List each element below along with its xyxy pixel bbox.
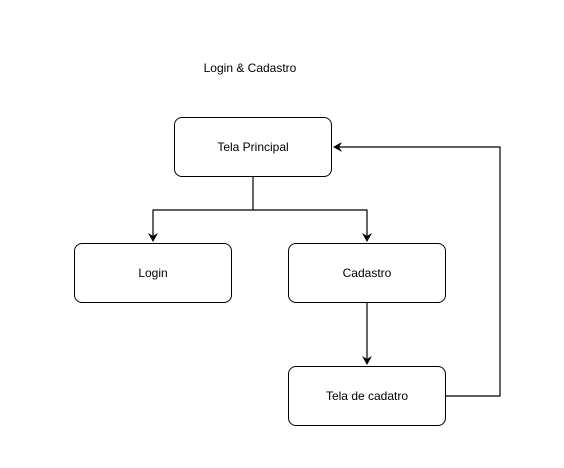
edge-main-to-cadastro	[253, 209, 372, 242]
diagram-title: Login & Cadastro	[203, 61, 297, 75]
node-label: Tela Principal	[217, 140, 289, 154]
edge-tela-cadastro-to-main	[333, 142, 501, 397]
node-label: Cadastro	[342, 266, 392, 280]
node-tela-de-cadastro[interactable]: Tela de cadatro	[288, 366, 446, 426]
node-login[interactable]: Login	[74, 243, 232, 303]
node-label: Login	[138, 266, 168, 280]
edge-main-to-login	[148, 177, 254, 242]
node-label: Tela de cadatro	[325, 389, 409, 403]
node-cadastro[interactable]: Cadastro	[288, 243, 446, 303]
node-tela-principal[interactable]: Tela Principal	[174, 117, 332, 177]
